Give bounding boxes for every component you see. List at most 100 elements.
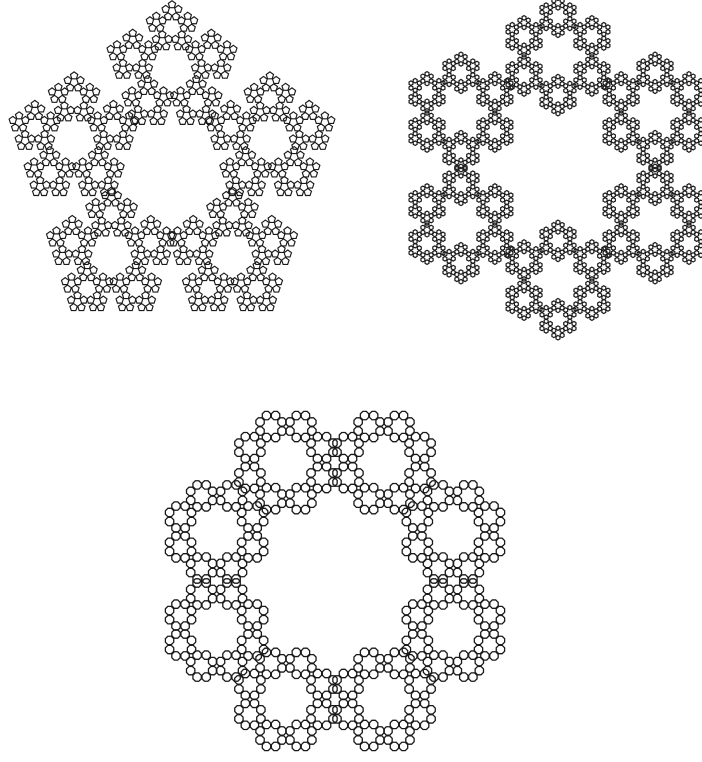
fractal-cell	[514, 263, 518, 268]
fractal-cell	[259, 636, 267, 644]
fractal-cell	[637, 265, 641, 270]
fractal-cell	[607, 118, 611, 123]
fractal-cell	[420, 462, 428, 470]
fractal-cell	[590, 64, 594, 69]
fractal-cell	[530, 254, 534, 259]
fractal-cell	[514, 78, 518, 83]
fractal-cell	[156, 99, 163, 106]
fractal-cell	[224, 285, 231, 292]
fractal-cell	[222, 170, 229, 177]
fractal-cell	[256, 239, 263, 246]
fractal-cell	[641, 259, 645, 264]
fractal-cell	[60, 188, 67, 195]
fractal-cell	[322, 484, 330, 492]
fractal-cell	[489, 113, 493, 118]
fractal-cell	[540, 5, 544, 10]
fractal-cell	[451, 173, 455, 178]
fractal-cell	[282, 106, 289, 113]
fractal-cell	[675, 239, 679, 244]
fractal-cell	[425, 120, 429, 125]
fractal-cell	[460, 503, 468, 511]
fractal-cell	[420, 699, 428, 707]
fractal-cell	[413, 253, 417, 258]
fractal-cell	[475, 585, 483, 593]
fractal-cell	[607, 230, 611, 235]
fractal-cell	[649, 277, 653, 282]
fractal-cell	[260, 76, 267, 83]
fractal-cell	[278, 418, 286, 426]
fractal-cell	[641, 59, 645, 64]
fractal-cell	[463, 133, 467, 138]
fractal-cell	[474, 636, 482, 644]
fractal-cell	[287, 181, 294, 188]
fractal-cell	[451, 270, 455, 275]
fractal-cell	[245, 221, 252, 228]
fractal-cell	[85, 250, 92, 257]
fractal-cell	[489, 257, 493, 262]
fractal-cell	[131, 227, 138, 234]
fractal-cell	[219, 53, 226, 60]
fractal-cell	[232, 221, 239, 228]
fractal-cell	[572, 88, 576, 93]
fractal-cell	[526, 313, 530, 318]
fractal-cell	[530, 64, 534, 69]
fractal-cell	[103, 105, 110, 112]
fractal-cell	[447, 273, 451, 278]
fractal-cell	[463, 160, 467, 165]
fractal-cell	[216, 559, 224, 567]
octaflake-fractal-group	[165, 411, 504, 750]
fractal-cell	[619, 148, 623, 153]
fractal-cell	[267, 304, 274, 311]
fractal-cell	[313, 669, 321, 677]
fractal-cell	[114, 170, 121, 177]
fractal-cell	[76, 114, 83, 121]
fractal-cell	[530, 78, 534, 83]
fractal-cell	[117, 163, 124, 170]
fractal-cell	[423, 568, 431, 576]
fractal-cell	[505, 141, 509, 146]
fractal-cell	[560, 328, 564, 333]
fractal-cell	[453, 568, 461, 576]
fractal-cell	[641, 137, 645, 142]
fractal-cell	[661, 140, 665, 145]
fractal-cell	[544, 329, 548, 334]
fractal-cell	[376, 490, 384, 498]
fractal-cell	[413, 127, 417, 132]
fractal-cell	[594, 18, 598, 23]
fractal-cell	[538, 263, 542, 268]
fractal-cell	[518, 274, 522, 279]
fractal-cell	[274, 257, 281, 264]
fractal-cell	[433, 198, 437, 203]
fractal-cell	[177, 87, 184, 94]
fractal-cell	[534, 247, 538, 252]
fractal-cell	[556, 0, 560, 1]
fractal-cell	[215, 91, 222, 98]
fractal-cell	[355, 478, 363, 486]
fractal-cell	[485, 95, 489, 100]
fractal-cell	[552, 77, 556, 82]
fractal-cell	[35, 135, 42, 142]
fractal-cell	[497, 106, 501, 111]
fractal-cell	[127, 210, 134, 217]
fractal-cell	[522, 82, 526, 87]
fractal-cell	[254, 170, 261, 177]
fractal-cell	[123, 34, 130, 41]
fractal-cell	[209, 239, 216, 246]
fractal-cell	[489, 106, 493, 111]
fractal-cell	[572, 229, 576, 234]
fractal-cell	[77, 266, 84, 273]
fractal-cell	[259, 547, 267, 555]
fractal-cell	[233, 285, 240, 292]
fractal-cell	[552, 301, 556, 306]
fractal-cell	[556, 6, 560, 11]
fractal-cell	[196, 220, 203, 227]
fractal-cell	[671, 120, 675, 125]
fractal-cell	[485, 134, 489, 139]
fractal-cell	[443, 75, 447, 80]
fractal-cell	[606, 254, 610, 259]
fractal-cell	[572, 321, 576, 326]
fractal-cell	[253, 532, 261, 540]
fractal-cell	[540, 326, 544, 331]
fractal-cell	[683, 225, 687, 230]
fractal-cell	[598, 39, 602, 44]
